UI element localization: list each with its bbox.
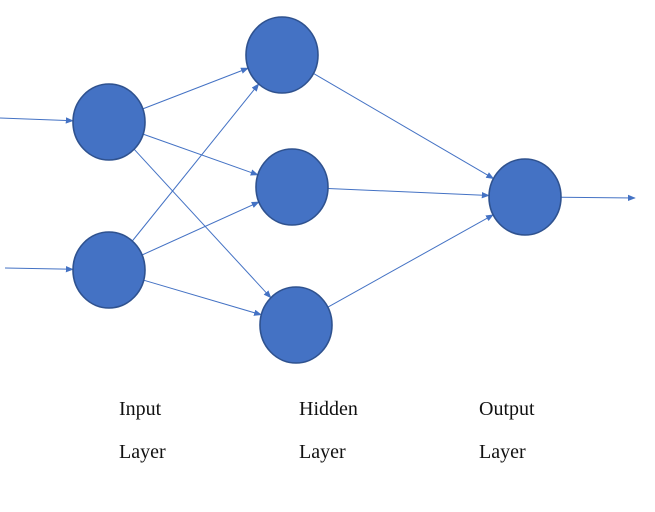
output-layer-label-line1: Output xyxy=(479,398,535,420)
arrow-hidden-3-to-output-1 xyxy=(327,214,494,308)
neuron-output-1 xyxy=(488,158,562,236)
arrow-input-1-to-hidden-1 xyxy=(142,67,249,110)
arrow-input-2-to-hidden-1 xyxy=(131,83,260,242)
arrow-hidden-2-to-output-1 xyxy=(327,188,490,199)
output-layer-label-line2: Layer xyxy=(479,441,526,463)
hidden-layer-label-line1: Hidden xyxy=(299,398,358,420)
neuron-input-1 xyxy=(72,83,146,161)
arrow-external-in-2-to-input-2 xyxy=(4,265,74,273)
neuron-input-2 xyxy=(72,231,146,309)
arrow-hidden-1-to-output-1 xyxy=(313,72,495,180)
neuron-hidden-2 xyxy=(255,148,329,226)
neuron-hidden-1 xyxy=(245,16,319,94)
hidden-layer-label-line2: Layer xyxy=(299,441,346,463)
input-layer-label-line2: Layer xyxy=(119,441,166,463)
arrow-output-1-to-external-out xyxy=(560,194,636,202)
connections xyxy=(0,67,636,316)
arrow-input-1-to-hidden-3 xyxy=(133,148,272,299)
arrow-input-1-to-hidden-2 xyxy=(142,133,259,176)
input-layer-label-line1: Input xyxy=(119,398,162,420)
neuron-hidden-3 xyxy=(259,286,333,364)
neurons xyxy=(72,16,562,364)
arrow-external-in-1-to-input-1 xyxy=(0,117,74,124)
arrow-input-2-to-hidden-3 xyxy=(143,279,263,316)
arrow-input-2-to-hidden-2 xyxy=(141,201,260,256)
